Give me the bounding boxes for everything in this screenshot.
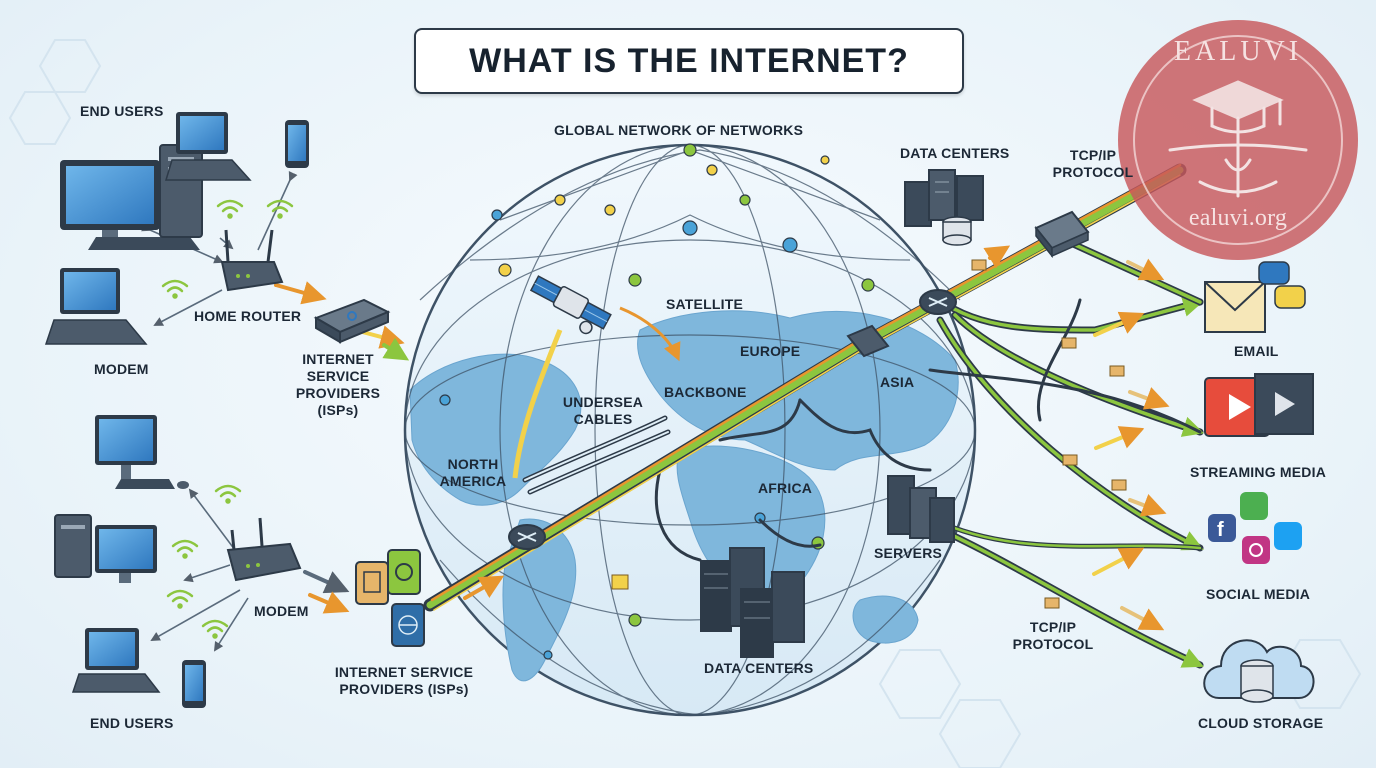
phone-icon	[182, 660, 206, 708]
label-tcpip-bottom: TCP/IP PROTOCOL	[1012, 619, 1094, 652]
label-home-router: HOME ROUTER	[194, 308, 302, 324]
label-cloud-storage: CLOUD STORAGE	[1198, 715, 1324, 731]
label-africa: AFRICA	[758, 480, 813, 496]
label-servers: SERVERS	[874, 545, 943, 561]
title-box: WHAT IS THE INTERNET?	[414, 28, 964, 94]
label-streaming-media: STREAMING MEDIA	[1190, 464, 1326, 480]
label-asia: ASIA	[880, 374, 915, 390]
distribution-lines	[926, 234, 1205, 669]
switch-icon	[846, 210, 1090, 358]
laptop-icon	[44, 268, 148, 345]
flow-arrows	[274, 245, 1170, 631]
label-tcpip-top: TCP/IP PROTOCOL	[1052, 147, 1134, 180]
router-icon	[220, 229, 284, 292]
satellite-icon	[529, 275, 612, 335]
page-title: WHAT IS THE INTERNET?	[469, 41, 909, 80]
label-isp-top: INTERNET SERVICE PROVIDERS (ISPs)	[295, 351, 381, 418]
label-undersea-cables: UNDERSEA CABLES	[562, 394, 644, 427]
label-social-media: SOCIAL MEDIA	[1206, 586, 1311, 602]
desktop-icon	[95, 415, 189, 489]
label-end-users-top: END USERS	[80, 103, 164, 119]
label-satellite: SATELLITE	[666, 296, 743, 312]
email-icon	[1204, 261, 1306, 333]
cloud-storage-icon	[1203, 639, 1315, 703]
data-packets	[611, 259, 1127, 609]
modem-icon	[313, 298, 391, 344]
router-icon	[226, 517, 302, 582]
label-global-network: GLOBAL NETWORK OF NETWORKS	[554, 122, 804, 138]
label-europe: EUROPE	[740, 343, 801, 359]
desktop-icon	[54, 514, 157, 583]
phone-icon	[285, 120, 309, 168]
label-data-centers-bottom: DATA CENTERS	[704, 660, 814, 676]
video-icon	[1204, 373, 1314, 437]
label-backbone: BACKBONE	[664, 384, 747, 400]
label-north-america: NORTH AMERICA	[439, 456, 507, 489]
server-rack-icon	[904, 169, 984, 246]
server-rack-icon	[700, 547, 805, 658]
laptop-icon	[164, 112, 252, 181]
label-data-centers-top: DATA CENTERS	[900, 145, 1010, 161]
router-hub-icon	[508, 289, 957, 550]
globe-grid	[404, 144, 976, 716]
undersea-cables	[522, 398, 932, 562]
label-modem-top: MODEM	[94, 361, 149, 377]
label-end-users-bottom: END USERS	[90, 715, 174, 731]
label-isp-bottom: INTERNET SERVICE PROVIDERS (ISPs)	[334, 664, 474, 697]
laptop-icon	[71, 628, 161, 693]
server-rack-icon	[887, 475, 955, 543]
label-email: EMAIL	[1234, 343, 1279, 359]
social-icon: f	[1208, 492, 1302, 564]
svg-text:f: f	[1217, 519, 1224, 541]
watermark-seal	[1118, 20, 1358, 260]
satellite-beam	[512, 329, 563, 479]
globe	[403, 143, 977, 717]
isp-icons	[355, 549, 425, 647]
wifi-icon	[161, 199, 294, 639]
watermark-top-text: EALUVI	[1173, 36, 1303, 67]
watermark-bottom-text: ealuvi.org	[1188, 205, 1288, 231]
label-modem-bottom: MODEM	[254, 603, 309, 619]
